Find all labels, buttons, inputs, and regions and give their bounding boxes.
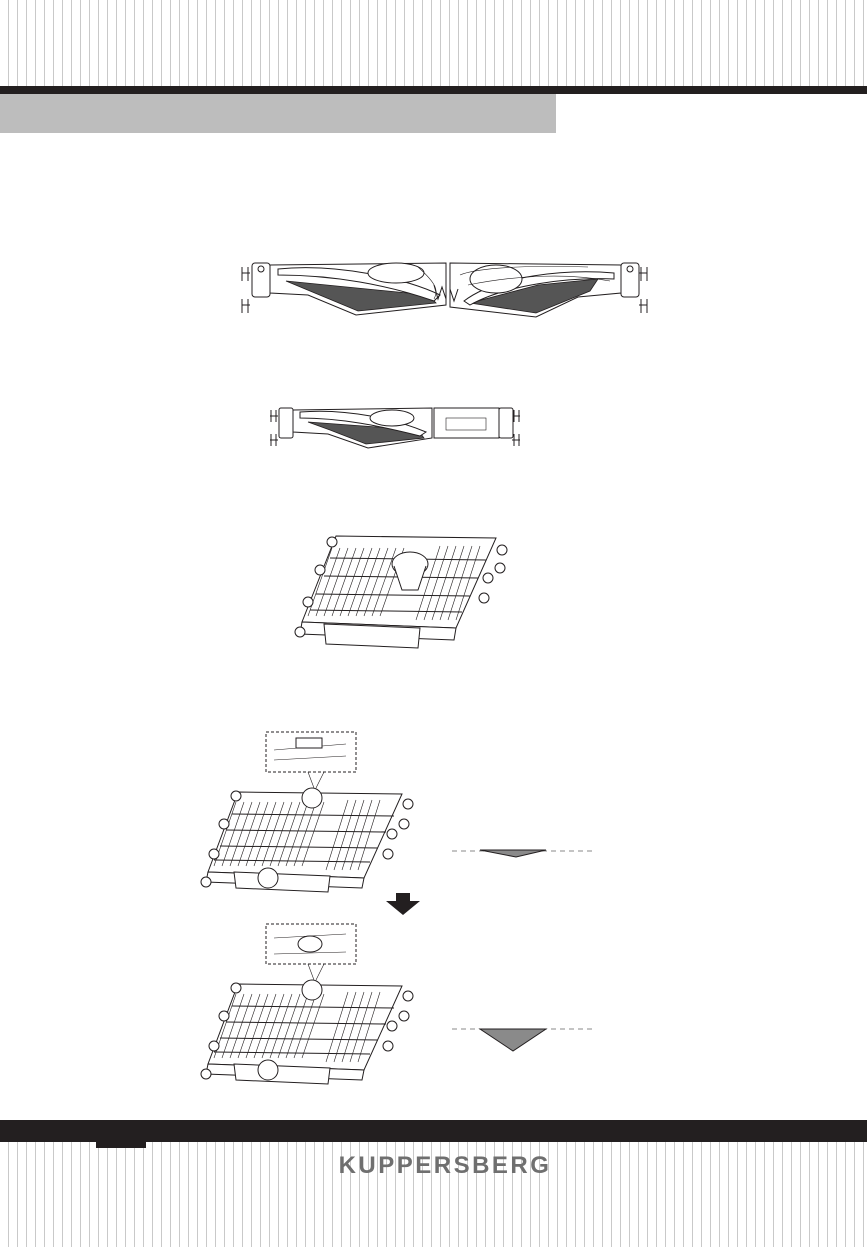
header-bar <box>0 86 867 94</box>
tray-rail-clip-left-small <box>270 408 293 446</box>
cutlery-tray-both-sides-raised <box>238 255 653 320</box>
latch-circle-bottom <box>258 868 278 888</box>
upper-rack-perspective <box>290 528 510 656</box>
footer-bar <box>0 1120 867 1142</box>
level-indicator-large-icon <box>452 1026 592 1054</box>
brand-logo: KUPPERSBERG <box>300 1150 590 1182</box>
rack-height-adjust-step-2 <box>196 922 416 1087</box>
latch-circle-top-2 <box>302 980 322 1000</box>
tray-rail-clip-left <box>242 263 270 313</box>
cutlery-tray-one-side-raised <box>268 404 526 456</box>
down-arrow-icon <box>386 893 420 915</box>
header-stripes <box>0 0 867 86</box>
tray-rail-clip-right <box>621 263 647 313</box>
page-number-tab <box>96 1142 146 1148</box>
section-title-band <box>0 94 556 133</box>
level-indicator-small-icon <box>452 846 592 860</box>
tray-rail-clip-right-small <box>499 408 520 446</box>
rack-height-adjust-step-1 <box>196 730 416 895</box>
latch-circle-top <box>302 788 322 808</box>
latch-circle-bottom-2 <box>258 1060 278 1080</box>
